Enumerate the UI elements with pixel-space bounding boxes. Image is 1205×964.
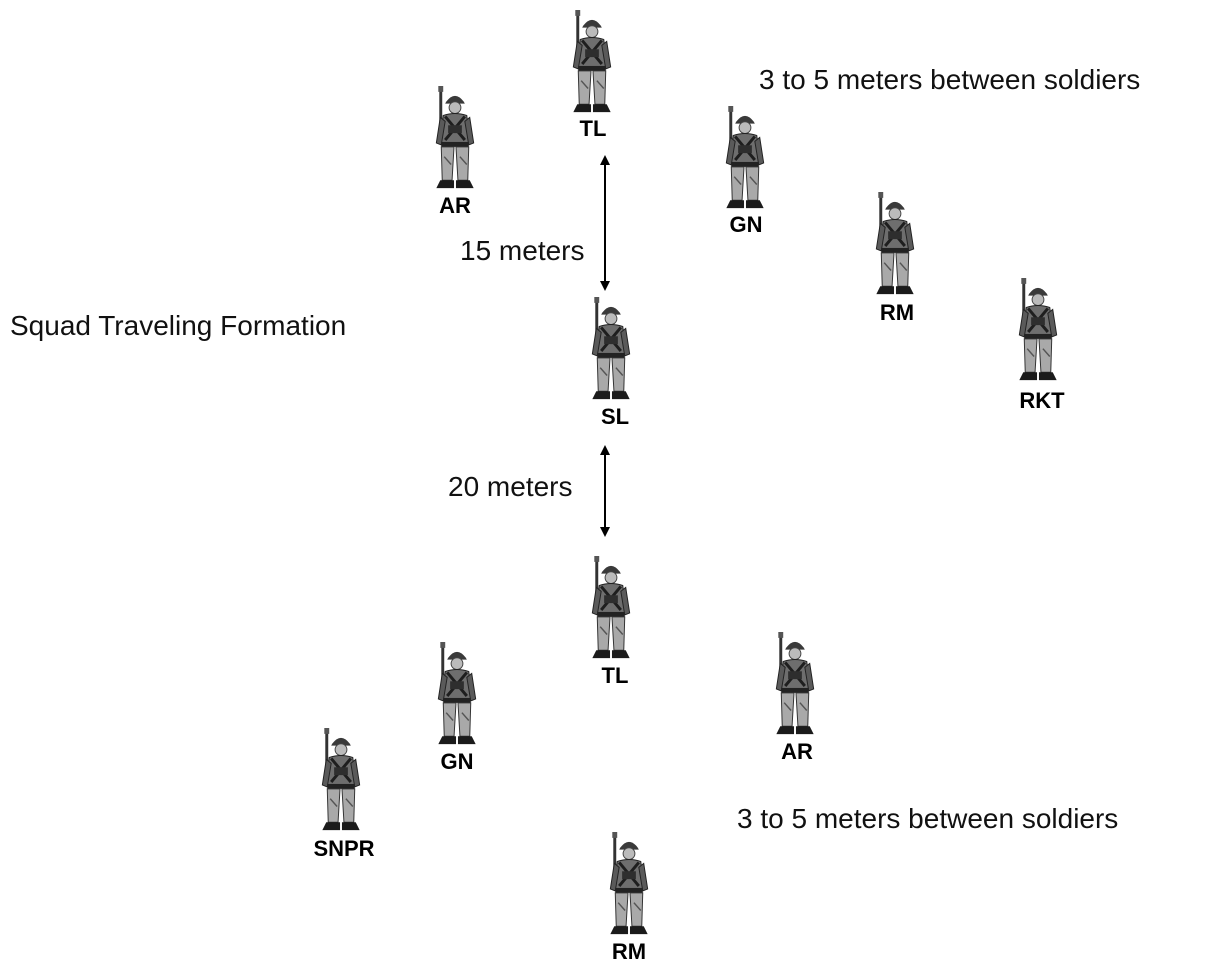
spacing-note-bottom: 3 to 5 meters between soldiers <box>737 803 1119 834</box>
soldier-figure-icon <box>590 297 632 401</box>
soldier-label-team-a-rm: RM <box>879 300 915 325</box>
soldier-figure-icon <box>724 106 766 210</box>
soldier-label-team-b-gn: GN <box>440 749 474 774</box>
soldier-label-team-b-leader: TL <box>601 663 629 688</box>
soldier-label-team-b-rm: RM <box>611 939 647 964</box>
soldier-figure-icon <box>608 832 650 936</box>
formation-title: Squad Traveling Formation <box>10 310 347 341</box>
soldier-label-team-a-ar: AR <box>439 193 471 218</box>
soldier-label-team-a-rkt: RKT <box>1019 388 1065 413</box>
soldier-label-team-a-gn: GN <box>729 212 763 237</box>
soldier-label-team-b-snpr: SNPR <box>313 836 375 861</box>
soldier-figure-icon <box>320 728 362 832</box>
soldier-label-team-b-ar: AR <box>781 739 813 764</box>
soldier-figure-icon <box>774 632 816 736</box>
soldier-figure-icon <box>1017 278 1059 382</box>
soldier-label-squad-leader: SL <box>600 404 630 429</box>
soldier-figure-icon <box>590 556 632 660</box>
distance-label-lower: 20 meters <box>448 471 573 502</box>
soldier-label-team-a-leader: TL <box>579 116 607 141</box>
soldier-figure-icon <box>874 192 916 296</box>
soldier-figure-icon <box>436 642 478 746</box>
soldier-figure-icon <box>571 10 613 114</box>
distance-label-upper: 15 meters <box>460 235 585 266</box>
spacing-note-top: 3 to 5 meters between soldiers <box>759 64 1141 95</box>
soldier-figure-icon <box>434 86 476 190</box>
